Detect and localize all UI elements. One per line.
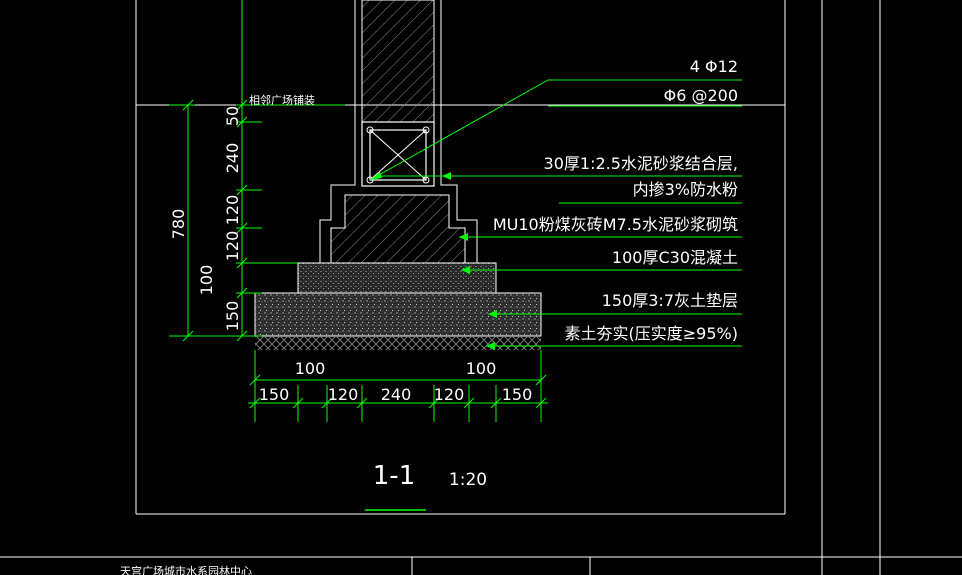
- dim-top-left-100: 100: [295, 359, 326, 378]
- brick-label: MU10粉煤灰砖M7.5水泥砂浆砌筑: [493, 215, 738, 234]
- compacted-soil: [255, 336, 541, 350]
- leader-lines: [369, 79, 742, 347]
- dim-total: 780: [169, 209, 188, 240]
- horizontal-dimension-texts: 100 100 150 120 240 120 150: [259, 359, 533, 404]
- rebar-dot: [366, 126, 374, 134]
- vertical-dimensions: [169, 0, 345, 342]
- lime-label: 150厚3:7灰土垫层: [602, 291, 738, 310]
- dim-b4: 120: [434, 385, 465, 404]
- concrete-layer: [297, 262, 497, 294]
- vertical-dimension-texts: 780 100 50 240 120 120 150: [169, 106, 242, 331]
- section-title: 1-1: [373, 461, 415, 491]
- dim-240: 240: [223, 143, 242, 174]
- rebar-dot: [422, 176, 430, 184]
- rebar-dot: [422, 126, 430, 134]
- rebar-main-label: 4 Φ12: [690, 57, 738, 76]
- rebar-stirrup-label: Φ6 @200: [664, 86, 738, 105]
- dim-b5: 150: [502, 385, 533, 404]
- dim-100-left: 100: [197, 265, 216, 296]
- concrete-label: 100厚C30混凝土: [612, 248, 738, 267]
- dim-120b: 120: [223, 231, 242, 262]
- dim-top-right-100: 100: [466, 359, 497, 378]
- annotation-texts: 4 Φ12 Φ6 @200 30厚1:2.5水泥砂浆结合层, 内掺3%防水粉 M…: [249, 57, 738, 343]
- section-title-block: 1-1 1:20: [365, 461, 487, 511]
- leader-arrows: [370, 172, 497, 350]
- rebar-dot: [366, 176, 374, 184]
- dim-b1: 150: [259, 385, 290, 404]
- title-block-text: 天宫广场城市水系园林中心: [120, 564, 252, 575]
- dim-b3: 240: [381, 385, 412, 404]
- dim-150v: 150: [223, 301, 242, 332]
- wall-section: [254, 0, 542, 350]
- soil-label: 素土夯实(压实度≥95%): [565, 324, 738, 343]
- section-scale: 1:20: [449, 470, 487, 490]
- ring-beam: [361, 121, 435, 187]
- dim-b2: 120: [328, 385, 359, 404]
- dim-120a: 120: [223, 195, 242, 226]
- horizontal-dimensions: [248, 350, 548, 422]
- dim-50: 50: [223, 106, 242, 126]
- mortar-label-line2: 内掺3%防水粉: [633, 180, 738, 199]
- mortar-label-line1: 30厚1:2.5水泥砂浆结合层,: [544, 154, 738, 173]
- top-note: 相邻广场铺装: [249, 93, 315, 107]
